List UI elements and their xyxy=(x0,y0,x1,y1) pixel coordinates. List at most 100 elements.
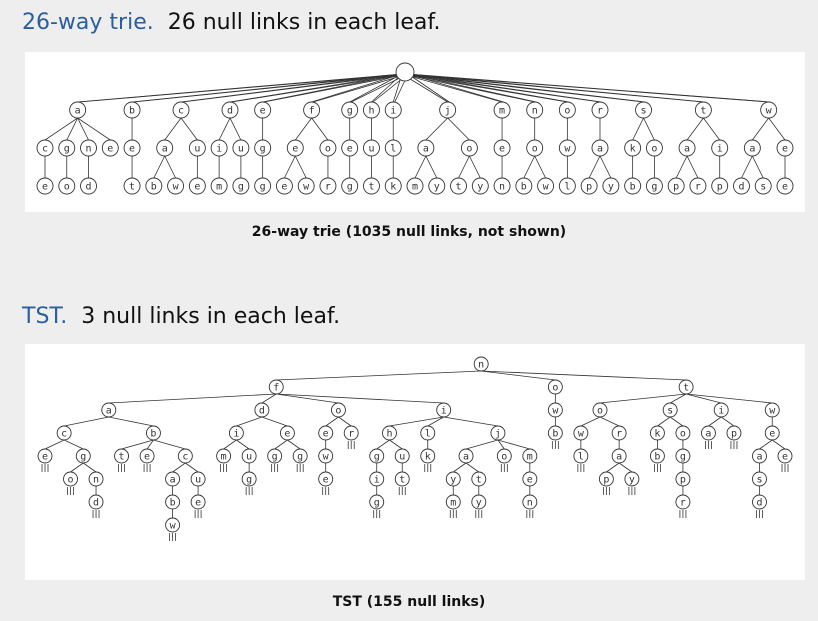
tst-node-label: b xyxy=(150,429,156,440)
trie-edge xyxy=(632,117,644,141)
tst-node-label: y xyxy=(629,475,635,486)
tst-node xyxy=(592,402,608,418)
trie-node xyxy=(36,177,54,195)
trie-node-label: e xyxy=(782,182,788,193)
tst-node-label: i xyxy=(441,406,447,417)
tst-edge xyxy=(657,416,671,427)
trie-node xyxy=(123,177,141,195)
trie-node xyxy=(254,101,272,119)
tst-node xyxy=(675,425,691,441)
trie-edge xyxy=(311,73,403,103)
tst-node xyxy=(675,494,691,510)
tst-node xyxy=(726,425,742,441)
tst-node-label: a xyxy=(106,406,112,417)
trie-edge xyxy=(182,73,409,103)
tst-heading-accent: TST. xyxy=(22,304,68,329)
trie-edge xyxy=(447,117,470,141)
tst-edge xyxy=(236,439,250,450)
tst-edge xyxy=(606,462,620,473)
tst-node xyxy=(394,448,410,464)
trie-node-label: b xyxy=(129,106,135,117)
tst-node xyxy=(496,448,512,464)
tst-edge xyxy=(669,416,684,427)
trie-edge xyxy=(425,117,448,141)
trie-node-label: w xyxy=(766,106,773,117)
trie-node-label: c xyxy=(178,106,184,117)
tst-node xyxy=(420,448,436,464)
tst-node xyxy=(114,448,130,464)
trie-node-label: e xyxy=(129,144,135,155)
trie-node-label: u xyxy=(194,144,200,155)
trie-node-label: l xyxy=(564,182,570,193)
tst-edge xyxy=(64,416,109,427)
trie-node xyxy=(254,177,272,195)
trie-node xyxy=(733,177,750,195)
trie-node xyxy=(624,139,642,157)
trie-node-label: n xyxy=(86,144,92,155)
trie-edge xyxy=(294,155,307,179)
trie-node xyxy=(591,101,609,119)
trie-edge xyxy=(752,117,769,141)
tst-node xyxy=(611,448,627,464)
trie-caption: 26-way trie (1035 null links, not shown) xyxy=(251,224,567,240)
trie-edge xyxy=(407,73,771,103)
tst-node xyxy=(75,448,91,464)
tst-heading: TST. 3 null links in each leaf. xyxy=(22,304,340,329)
trie-edge xyxy=(229,117,242,141)
tst-node-label: d xyxy=(756,498,762,509)
tst-node-label: w xyxy=(552,406,559,417)
trie-node xyxy=(254,139,272,157)
trie-node-label: i xyxy=(717,144,723,155)
tst-node-label: c xyxy=(182,452,188,463)
trie-node xyxy=(384,101,402,119)
trie-node xyxy=(58,177,76,195)
tst-node xyxy=(394,471,410,487)
tst-node-label: g xyxy=(272,452,278,463)
trie-edge xyxy=(599,155,612,179)
tst-node xyxy=(267,448,283,464)
tst-node xyxy=(88,471,104,487)
tst-node xyxy=(382,425,397,441)
tst-edge xyxy=(686,393,722,404)
trie-node-label: d xyxy=(227,106,233,117)
tst-edge xyxy=(172,462,186,473)
tst-node xyxy=(369,471,385,487)
trie-edge xyxy=(401,73,503,103)
trie-node-label: p xyxy=(673,182,679,193)
tst-node-label: o xyxy=(501,452,507,463)
tst-node xyxy=(318,425,334,441)
trie-node-label: e xyxy=(499,144,505,155)
tst-edge xyxy=(497,439,505,450)
tst-edge xyxy=(70,462,84,473)
trie-node-label: b xyxy=(521,182,527,193)
trie-node xyxy=(493,101,511,119)
trie-edge xyxy=(164,155,176,179)
tst-edge xyxy=(274,439,288,450)
trie-node-label: m xyxy=(499,106,505,117)
tst-node-label: k xyxy=(654,429,660,440)
tst-node-label: p xyxy=(603,475,609,486)
tst-node-label: o xyxy=(552,383,558,394)
tst-node xyxy=(445,494,461,510)
tst-edge xyxy=(276,393,444,404)
trie-node-label: e xyxy=(260,106,266,117)
trie-edge xyxy=(407,73,646,103)
tst-edge xyxy=(427,416,444,427)
trie-node-label: w xyxy=(543,182,550,193)
trie-edge xyxy=(523,155,536,179)
tst-node xyxy=(611,425,627,441)
tst-node-label: g xyxy=(374,452,380,463)
tst-node-label: t xyxy=(119,452,125,463)
tst-edge xyxy=(465,462,480,473)
tst-node xyxy=(88,494,104,510)
tst-node xyxy=(675,448,691,464)
trie-node-label: g xyxy=(347,106,353,117)
trie-node xyxy=(123,101,141,119)
trie-node xyxy=(515,177,533,195)
trie-node xyxy=(460,139,478,157)
trie-node xyxy=(172,101,190,119)
trie-node-label: g xyxy=(64,144,70,155)
tst-node-label: k xyxy=(425,452,431,463)
